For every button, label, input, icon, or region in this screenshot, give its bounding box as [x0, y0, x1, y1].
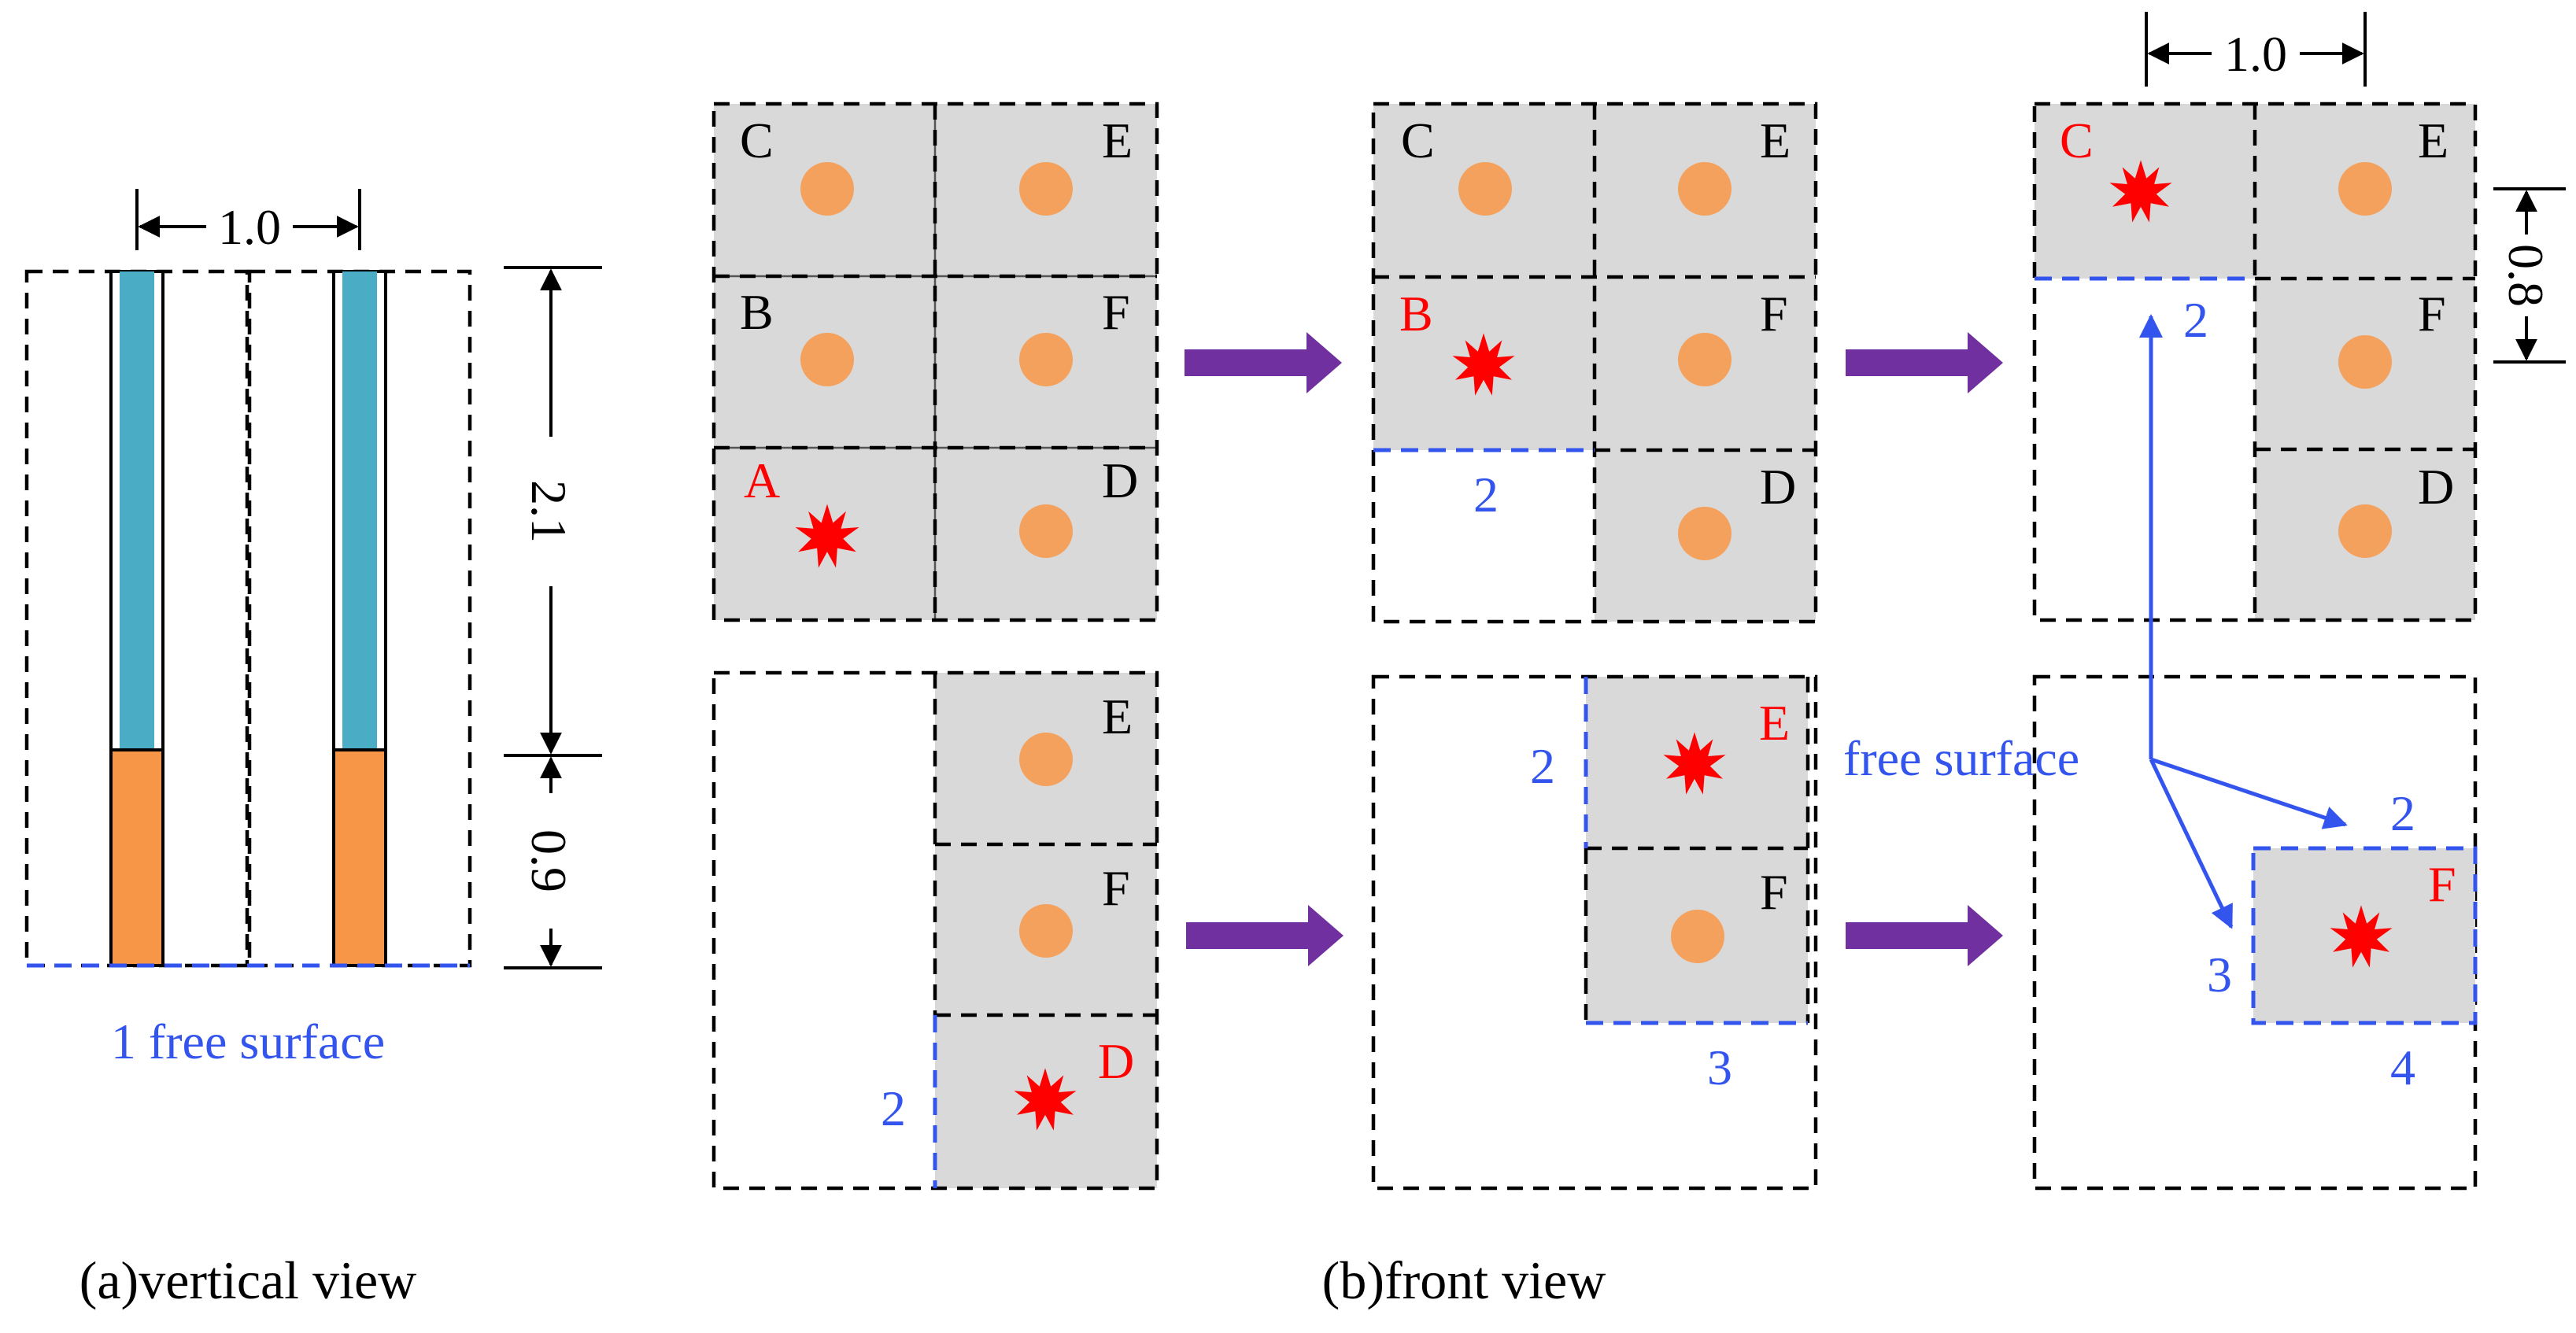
hole-e — [2338, 162, 2392, 216]
label-f: F — [1760, 286, 1788, 342]
free-surface-count: 2 — [2183, 292, 2208, 348]
free-surface-count: 2 — [2390, 785, 2415, 841]
borehole-left — [109, 270, 164, 967]
step-3-panel: C E F D 2 1.0 0.8 — [2032, 12, 2566, 622]
upper-height-label: 2.1 — [521, 480, 577, 543]
free-surface-count: 3 — [2207, 947, 2232, 1003]
front-view: C E B F A D C E B F D 2 — [711, 12, 2566, 1310]
borehole-right — [332, 270, 387, 967]
row-spacing-dimension: 0.8 — [2493, 187, 2566, 364]
hole-b — [800, 333, 854, 386]
lower-height-label: 0.9 — [521, 829, 577, 892]
hole-f — [1019, 333, 1073, 386]
hole-f — [1019, 904, 1073, 958]
label-d: D — [1102, 452, 1138, 508]
step-arrow — [1185, 332, 1342, 393]
label-e: E — [2418, 113, 2448, 168]
label-b: B — [740, 284, 774, 340]
step-6-panel: F 2 3 4 — [2032, 674, 2478, 1191]
front-spacing-label: 1.0 — [2224, 26, 2287, 82]
label-d: D — [1098, 1033, 1134, 1089]
step-5-panel: E F 2 3 — [1371, 674, 1818, 1191]
step-arrow — [1186, 905, 1343, 966]
hole-c — [800, 162, 854, 216]
hole-d — [1019, 504, 1073, 558]
free-surface-count: 4 — [2390, 1039, 2415, 1095]
label-b: B — [1399, 286, 1433, 342]
hole-c — [1458, 162, 1512, 216]
label-e: E — [1102, 113, 1133, 168]
stemming-segment — [342, 271, 377, 750]
step-4-panel: E F D 2 — [711, 670, 1159, 1191]
label-f: F — [1102, 284, 1130, 340]
step-arrow — [1846, 332, 2003, 393]
hole-d — [1678, 507, 1732, 560]
callout-arrow-right — [2150, 757, 2348, 829]
callout-arrow-down — [2149, 758, 2234, 929]
label-a: A — [744, 452, 780, 508]
label-e: E — [1759, 695, 1790, 751]
caption-vertical-view: (a)vertical view — [79, 1250, 417, 1310]
charge-segment — [109, 748, 164, 967]
free-surface-count: 2 — [1530, 738, 1555, 794]
front-spacing-dimension: 1.0 — [2145, 12, 2367, 87]
charge-segment — [332, 748, 387, 967]
hole-f — [1678, 333, 1732, 386]
label-d: D — [1760, 459, 1796, 515]
height-dimension: 2.1 0.9 — [504, 266, 602, 969]
free-surface-outline-f — [2251, 846, 2478, 1025]
sequence-arrows — [1185, 332, 2003, 966]
label-d: D — [2418, 459, 2454, 515]
step-arrow — [1846, 905, 2003, 966]
label-e: E — [1102, 689, 1133, 744]
label-f: F — [2418, 286, 2446, 342]
label-f: F — [1760, 864, 1788, 920]
row-spacing-label: 0.8 — [2498, 244, 2554, 307]
label-e: E — [1760, 113, 1791, 168]
stemming-segment — [120, 271, 154, 750]
free-surface-count: 2 — [881, 1080, 906, 1136]
free-surface-label: 1 free surface — [111, 1014, 385, 1069]
free-surface-count: 2 — [1473, 467, 1499, 522]
hole-f — [1671, 910, 1724, 963]
label-f: F — [2428, 856, 2456, 912]
label-c: C — [740, 113, 774, 168]
label-c: C — [2060, 113, 2094, 168]
label-f: F — [1102, 860, 1130, 916]
step-2-panel: C E B F D 2 — [1371, 102, 1818, 624]
vertical-view: 1.0 2.1 0.9 1 free surface (a)vertical v… — [24, 189, 602, 1310]
step-1-panel: C E B F A D — [711, 102, 1159, 622]
caption-front-view: (b)front view — [1322, 1250, 1606, 1310]
free-surface-count: 3 — [1707, 1039, 1732, 1095]
label-c: C — [1401, 113, 1435, 168]
hole-e — [1019, 733, 1073, 786]
spacing-dimension: 1.0 — [135, 189, 361, 255]
free-surface-callout: free surface — [1843, 314, 2348, 929]
hole-d — [2338, 504, 2392, 558]
spacing-label: 1.0 — [218, 199, 281, 255]
hole-e — [1678, 162, 1732, 216]
hole-e — [1019, 162, 1073, 216]
free-surface-callout-label: free surface — [1843, 730, 2079, 786]
hole-f — [2338, 335, 2392, 389]
